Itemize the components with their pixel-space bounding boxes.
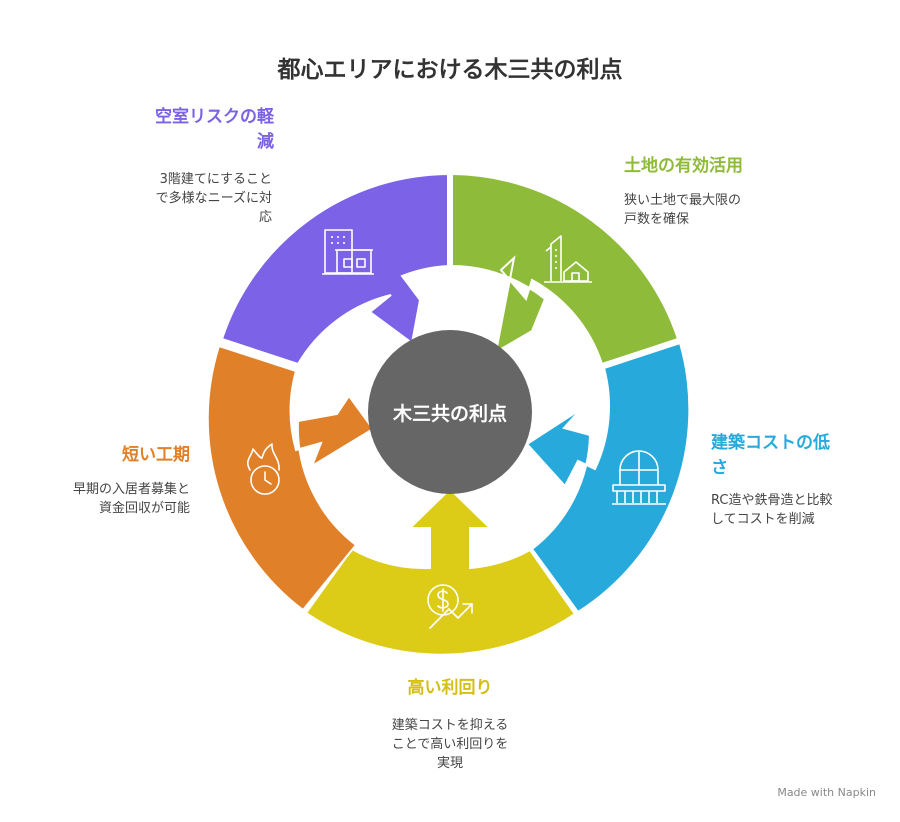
land-desc-line: 戸数を確保	[624, 212, 690, 227]
city-house-icon	[544, 235, 592, 283]
cost-label-line: さ	[711, 458, 728, 478]
yield-desc-line: 実現	[436, 756, 463, 771]
fire-clock-icon	[247, 443, 280, 495]
vacancy-label-line: 空室リスクの軽	[155, 107, 274, 127]
land-label: 土地の有効活用	[624, 154, 844, 179]
center-label: 木三共の利点	[392, 402, 507, 425]
cost-desc-line: RC造や鉄骨造と比較	[711, 493, 833, 508]
center-circle	[368, 330, 532, 494]
cost-desc-line: してコストを削減	[711, 512, 815, 527]
schedule-label: 短い工期	[60, 443, 190, 468]
vacancy-label: 空室リスクの軽 減	[80, 105, 274, 155]
vacancy-label-line: 減	[257, 132, 274, 152]
segment-vacancy	[220, 172, 449, 366]
yield-desc: 建築コストを抑える ことで高い利回りを 実現	[330, 716, 570, 773]
segment-land	[451, 172, 680, 366]
land-label-line: 土地の有効活用	[624, 156, 743, 176]
vacancy-desc: 3階建てにすること で多様なニーズに対 応	[100, 170, 272, 227]
yield-desc-line: 建築コストを抑える	[391, 718, 509, 733]
schedule-desc-line: 早期の入居者募集と	[72, 482, 190, 497]
yield-label-line: 高い利回り	[407, 678, 493, 698]
segment-schedule	[206, 344, 375, 612]
window-balcony-icon	[612, 450, 666, 505]
land-desc: 狭い土地で最大限の 戸数を確保	[624, 191, 824, 229]
dollar-growth-icon	[427, 584, 473, 629]
cost-label-line: 建築コストの低	[711, 433, 830, 453]
yield-desc-line: ことで高い利回りを	[391, 737, 509, 752]
cost-label: 建築コストの低 さ	[711, 431, 881, 481]
cost-desc: RC造や鉄骨造と比較 してコストを削減	[711, 491, 891, 529]
segment-cost	[525, 341, 691, 614]
napkin-watermark: Made with Napkin	[777, 786, 876, 799]
vacancy-desc-line: 3階建てにすること	[159, 172, 272, 187]
building-icon	[322, 229, 374, 275]
schedule-desc-line: 資金回収が可能	[98, 501, 190, 516]
vacancy-desc-line: で多様なニーズに対	[155, 191, 272, 206]
segment-yield	[304, 487, 577, 656]
schedule-label-line: 短い工期	[122, 445, 190, 465]
land-desc-line: 狭い土地で最大限の	[624, 193, 742, 208]
yield-label: 高い利回り	[330, 676, 570, 701]
schedule-desc: 早期の入居者募集と 資金回収が可能	[20, 480, 190, 518]
page-title: 都心エリアにおける木三共の利点	[277, 57, 623, 83]
vacancy-desc-line: 応	[258, 210, 272, 225]
